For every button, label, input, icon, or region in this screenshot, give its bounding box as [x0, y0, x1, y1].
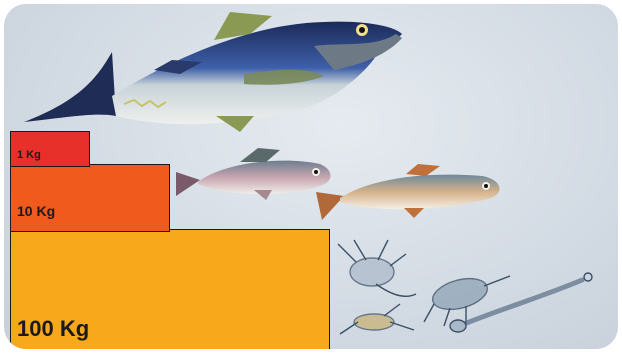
- fish-illustrations: [4, 4, 618, 349]
- tuna-icon: [24, 12, 402, 132]
- diagram-panel: 100 Kg 10 Kg 1 Kg: [4, 4, 618, 349]
- mackerel-icon: [176, 148, 331, 200]
- zooplankton-icon: [338, 240, 592, 334]
- herring-icon: [316, 164, 500, 220]
